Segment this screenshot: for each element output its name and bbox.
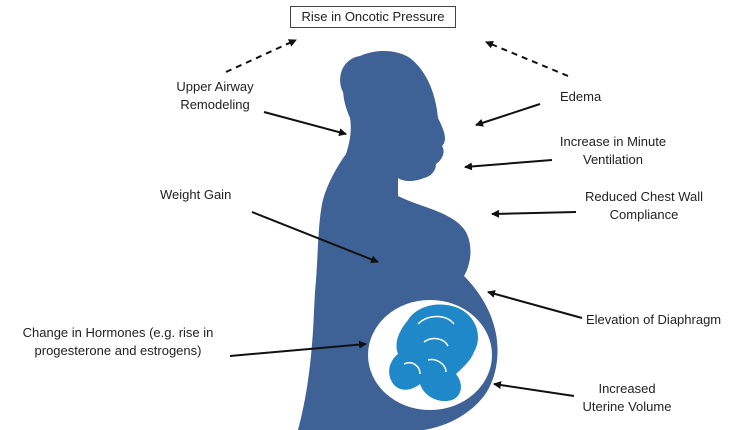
label-edema: Edema: [560, 88, 601, 106]
arrow-uterine-volume: [494, 384, 574, 396]
label-change-in-hormones: Change in Hormones (e.g. rise in progest…: [6, 324, 230, 360]
arrow-chest-wall: [492, 212, 576, 214]
label-upper-airway-remodeling: Upper Airway Remodeling: [160, 78, 270, 114]
arrow-diaphragm: [488, 292, 582, 318]
oncotic-pressure-title: Rise in Oncotic Pressure: [290, 6, 456, 28]
arrow-edema: [476, 104, 540, 125]
label-increased-uterine-volume: Increased Uterine Volume: [572, 380, 682, 416]
label-weight-gain: Weight Gain: [160, 186, 231, 204]
label-chest-wall-compliance: Reduced Chest Wall Compliance: [574, 188, 714, 224]
label-elevation-of-diaphragm: Elevation of Diaphragm: [586, 311, 721, 329]
dashed-arrow-right: [486, 42, 568, 76]
arrow-upper-airway: [264, 112, 346, 134]
arrow-minute-ventilation: [465, 160, 552, 167]
dashed-arrow-left: [226, 40, 296, 72]
label-minute-ventilation: Increase in Minute Ventilation: [548, 133, 678, 169]
